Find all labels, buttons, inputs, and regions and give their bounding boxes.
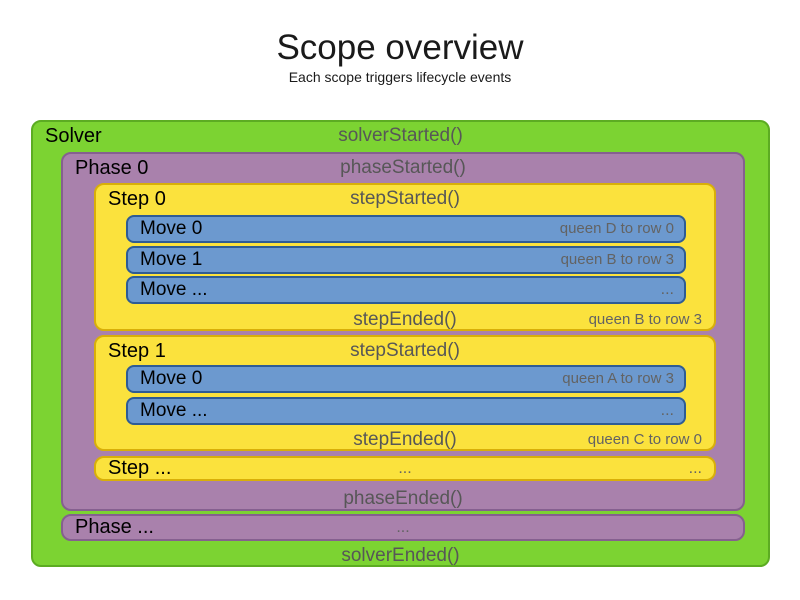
phase0-label: Phase 0 [75, 157, 149, 179]
move0-label: Move 0 [140, 218, 203, 239]
solver-started-event: solverStarted() [338, 125, 463, 146]
step0-scope-box: Step 0 stepStarted() Move 0 queen D to r… [94, 183, 716, 331]
solver-header-row: Solver solverStarted() [33, 122, 768, 150]
step1-move0-box: Move 0 queen A to row 3 [126, 365, 686, 393]
move1-note: queen B to row 3 [560, 251, 674, 268]
move-more-label: Move ... [140, 279, 208, 300]
step1-started-event: stepStarted() [350, 340, 460, 361]
move-row: Move 1 queen B to row 3 [128, 248, 684, 272]
move-more-note: ... [660, 402, 674, 419]
page-title: Scope overview [276, 28, 524, 67]
solver-scope-box: Solver solverStarted() Phase 0 phaseStar… [31, 120, 770, 567]
phase-more-center-ellipsis: ... [396, 519, 410, 536]
move-row: Move ... ... [128, 278, 684, 302]
step1-header-row: Step 1 stepStarted() [96, 337, 714, 365]
step0-ended-note: queen B to row 3 [588, 311, 702, 328]
step0-header-row: Step 0 stepStarted() [96, 185, 714, 213]
page-subtitle: Each scope triggers lifecycle events [288, 69, 512, 85]
step1-move-more-box: Move ... ... [126, 397, 686, 425]
phase0-scope-box: Phase 0 phaseStarted() Step 0 stepStarte… [61, 152, 745, 511]
phase0-header-row: Phase 0 phaseStarted() [63, 154, 743, 182]
phase-started-event: phaseStarted() [340, 157, 466, 178]
step-more-right-ellipsis: ... [688, 460, 702, 477]
move0-note: queen D to row 0 [559, 220, 674, 237]
move-row: Move ... ... [128, 399, 684, 423]
move0-note: queen A to row 3 [562, 370, 674, 387]
solver-ended-event: solverEnded() [341, 545, 460, 566]
step0-ended-event: stepEnded() [353, 309, 457, 330]
phase-more-scope-box: Phase ... ... [61, 514, 745, 541]
step1-label: Step 1 [108, 340, 166, 362]
phase-footer-row: phaseEnded() [63, 486, 743, 512]
step0-footer-row: stepEnded() queen B to row 3 [96, 307, 714, 333]
solver-footer-row: solverEnded() [33, 542, 768, 570]
phase-more-label: Phase ... [75, 516, 154, 538]
step0-move-more-box: Move ... ... [126, 276, 686, 304]
step0-started-event: stepStarted() [350, 188, 460, 209]
step1-scope-box: Step 1 stepStarted() Move 0 queen A to r… [94, 335, 716, 451]
move0-label: Move 0 [140, 368, 203, 389]
step-more-row: Step ... ... ... [96, 458, 714, 479]
step0-label: Step 0 [108, 188, 166, 210]
move-row: Move 0 queen D to row 0 [128, 217, 684, 241]
solver-label: Solver [45, 125, 102, 147]
step-more-label: Step ... [108, 457, 172, 479]
step0-move0-box: Move 0 queen D to row 0 [126, 215, 686, 243]
move-more-label: Move ... [140, 400, 208, 421]
step1-footer-row: stepEnded() queen C to row 0 [96, 427, 714, 453]
step-more-center-ellipsis: ... [398, 460, 412, 477]
move-more-note: ... [660, 281, 674, 298]
phase-more-row: Phase ... ... [63, 516, 743, 539]
step0-move1-box: Move 1 queen B to row 3 [126, 246, 686, 274]
move1-label: Move 1 [140, 249, 203, 270]
step1-ended-event: stepEnded() [353, 429, 457, 450]
step-more-scope-box: Step ... ... ... [94, 456, 716, 481]
move-row: Move 0 queen A to row 3 [128, 367, 684, 391]
phase-ended-event: phaseEnded() [343, 488, 463, 509]
step1-ended-note: queen C to row 0 [587, 431, 702, 448]
